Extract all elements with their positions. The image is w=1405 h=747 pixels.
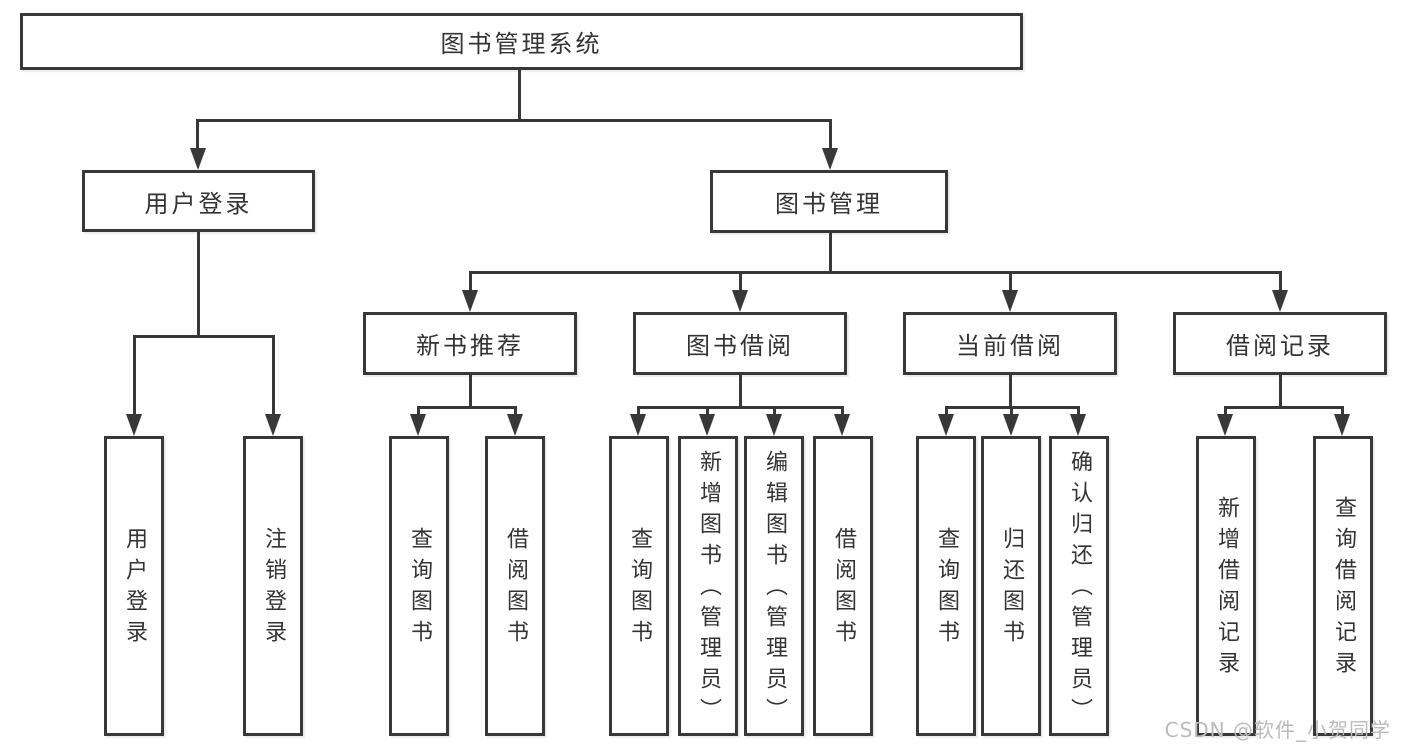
connector-line <box>637 406 844 409</box>
connector-line <box>197 232 200 338</box>
arrow-down-icon <box>265 414 281 436</box>
connector-line <box>1009 375 1012 408</box>
arrow-down-icon <box>699 414 715 436</box>
leaf-user-login: 用户登录 <box>104 436 164 736</box>
connector-line <box>469 375 472 408</box>
connector-line <box>469 271 1282 274</box>
arrow-down-icon <box>410 414 426 436</box>
connector-line <box>197 119 831 122</box>
arrow-down-icon <box>1272 290 1288 312</box>
connector-line <box>739 375 742 408</box>
arrow-down-icon <box>766 414 782 436</box>
leaf-borrow-books-recommend: 借阅图书 <box>485 436 545 736</box>
node-book-management: 图书管理 <box>710 170 948 233</box>
arrow-down-icon <box>1070 414 1086 436</box>
arrow-down-icon <box>732 290 748 312</box>
leaf-add-books-admin: 新增图书（管理员） <box>678 436 738 736</box>
connector-line <box>1224 406 1344 409</box>
arrow-down-icon <box>938 414 954 436</box>
arrow-down-icon <box>1217 414 1233 436</box>
connector-line <box>417 406 420 416</box>
node-current-borrow: 当前借阅 <box>903 312 1117 375</box>
leaf-query-books-borrow: 查询图书 <box>609 436 669 736</box>
arrow-down-icon <box>630 414 646 436</box>
leaf-return-books: 归还图书 <box>981 436 1041 736</box>
leaf-borrow-books: 借阅图书 <box>813 436 873 736</box>
connector-line <box>417 406 517 409</box>
node-new-book-recommend: 新书推荐 <box>363 312 577 375</box>
connector-line <box>1224 406 1227 416</box>
arrow-down-icon <box>190 148 206 170</box>
node-user-login: 用户登录 <box>82 170 315 232</box>
connector-line <box>945 406 948 416</box>
connector-line <box>637 406 640 416</box>
connector-line <box>1009 271 1012 292</box>
connector-line <box>773 406 776 416</box>
connector-line <box>518 70 521 121</box>
connector-line <box>196 119 199 151</box>
arrow-down-icon <box>822 148 838 170</box>
arrow-down-icon <box>1002 290 1018 312</box>
connector-line <box>739 271 742 292</box>
leaf-logout: 注销登录 <box>243 436 303 736</box>
node-book-borrow: 图书借阅 <box>633 312 847 375</box>
arrow-down-icon <box>1003 414 1019 436</box>
connector-line <box>272 335 275 416</box>
arrow-down-icon <box>462 290 478 312</box>
leaf-add-borrow-record: 新增借阅记录 <box>1196 436 1256 736</box>
connector-line <box>829 233 832 273</box>
connector-line <box>133 335 275 338</box>
arrow-down-icon <box>834 414 850 436</box>
leaf-query-books-current: 查询图书 <box>916 436 976 736</box>
watermark: CSDN @软件_小贺同学 <box>1164 718 1391 742</box>
leaf-query-books-recommend: 查询图书 <box>389 436 449 736</box>
node-root-library-system: 图书管理系统 <box>20 13 1023 70</box>
connector-line <box>706 406 709 416</box>
connector-line <box>1279 271 1282 292</box>
connector-line <box>469 271 472 292</box>
connector-line <box>829 119 832 151</box>
leaf-edit-books-admin: 编辑图书（管理员） <box>744 436 804 736</box>
node-borrow-records: 借阅记录 <box>1173 312 1387 375</box>
arrow-down-icon <box>507 414 523 436</box>
leaf-confirm-return-admin: 确认归还（管理员） <box>1049 436 1109 736</box>
arrow-down-icon <box>1334 414 1350 436</box>
connector-line <box>1279 375 1282 408</box>
arrow-down-icon <box>126 414 142 436</box>
connector-line <box>1341 406 1344 416</box>
connector-line <box>1010 406 1013 416</box>
leaf-query-borrow-record: 查询借阅记录 <box>1313 436 1373 736</box>
connector-line <box>1077 406 1080 416</box>
connector-line <box>133 335 136 416</box>
connector-line <box>514 406 517 416</box>
connector-line <box>841 406 844 416</box>
